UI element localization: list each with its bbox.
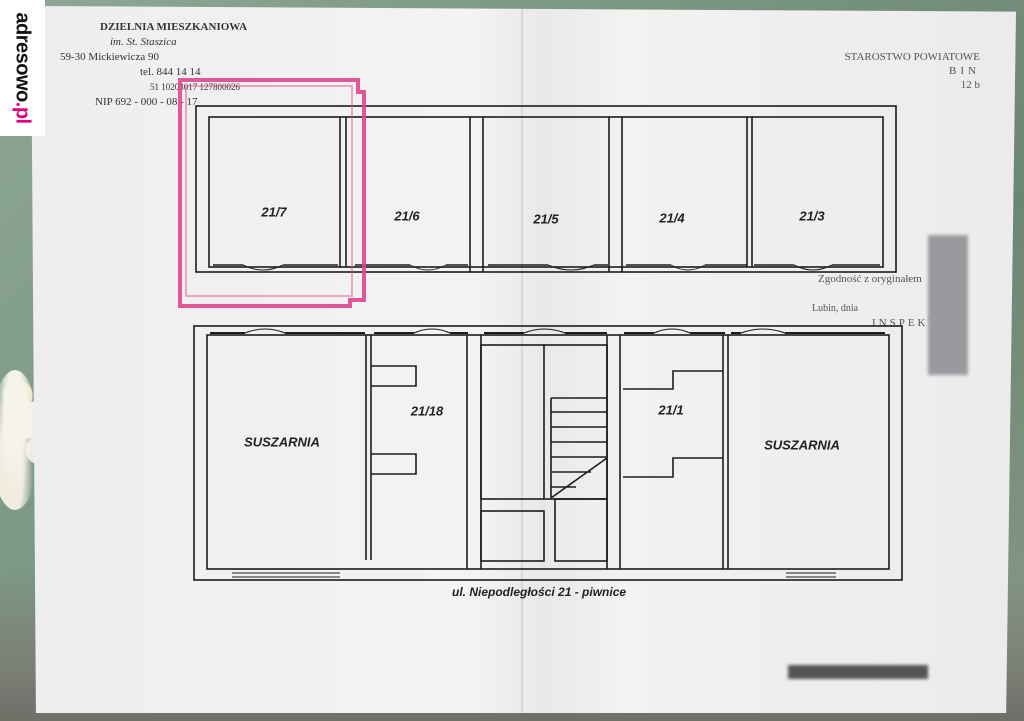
adresowo-logo[interactable]: adresowo.pl [0, 0, 45, 136]
paper-fold [521, 6, 523, 713]
stamp-line: DZIELNIA MIESZKANIOWA [100, 21, 248, 33]
storage-unit-label: 21/6 [394, 208, 420, 224]
stamp-line: 59-30 Mickiewicza 90 [60, 51, 159, 63]
flower-decoration [0, 370, 40, 510]
storage-unit-label: 21/1 [658, 402, 684, 418]
upper-block-outline [195, 105, 897, 273]
stamp-line: im. St. Staszica [110, 36, 177, 48]
drying-room-label: SUSZARNIA [244, 434, 320, 450]
stamp-line: 51 10203017 127800026 [150, 82, 240, 92]
floor-plan-sheet [31, 6, 1016, 713]
logo-suffix: .pl [11, 101, 34, 124]
lower-block-outline [193, 325, 903, 581]
storage-unit-label: 21/3 [799, 208, 825, 224]
storage-unit-label: 21/4 [659, 210, 685, 226]
stamp-line: Lubin, dnia [812, 303, 859, 314]
plan-caption: ul. Niepodległości 21 - piwnice [452, 585, 627, 599]
redaction-blur [788, 665, 928, 679]
redaction-blur [928, 235, 968, 375]
selected-unit-highlight [178, 78, 366, 308]
stamp-line: STAROSTWO POWIATOWE [844, 51, 981, 63]
cooperative-stamp: DZIELNIA MIESZKANIOWA im. St. Staszica 5… [60, 20, 280, 110]
county-office-stamp: STAROSTWO POWIATOWE BIN 12 b [810, 50, 981, 92]
stamp-line: BIN [949, 65, 980, 77]
storage-unit-label: 21/18 [410, 403, 444, 419]
storage-unit-label: 21/7 [261, 204, 287, 220]
logo-brand: adresowo [11, 12, 34, 102]
stamp-line: Zgodność z oryginałem [818, 273, 922, 285]
drying-room-label: SUSZARNIA [764, 437, 840, 453]
upper-block-inner [208, 116, 884, 268]
stamp-line: tel. 844 14 14 [140, 66, 201, 78]
storage-unit-label: 21/5 [533, 211, 559, 227]
stamp-line: 12 b [960, 79, 980, 91]
stamp-line: NIP 692 - 000 - 08 - 17 [95, 96, 198, 108]
lower-block-inner [206, 334, 890, 570]
